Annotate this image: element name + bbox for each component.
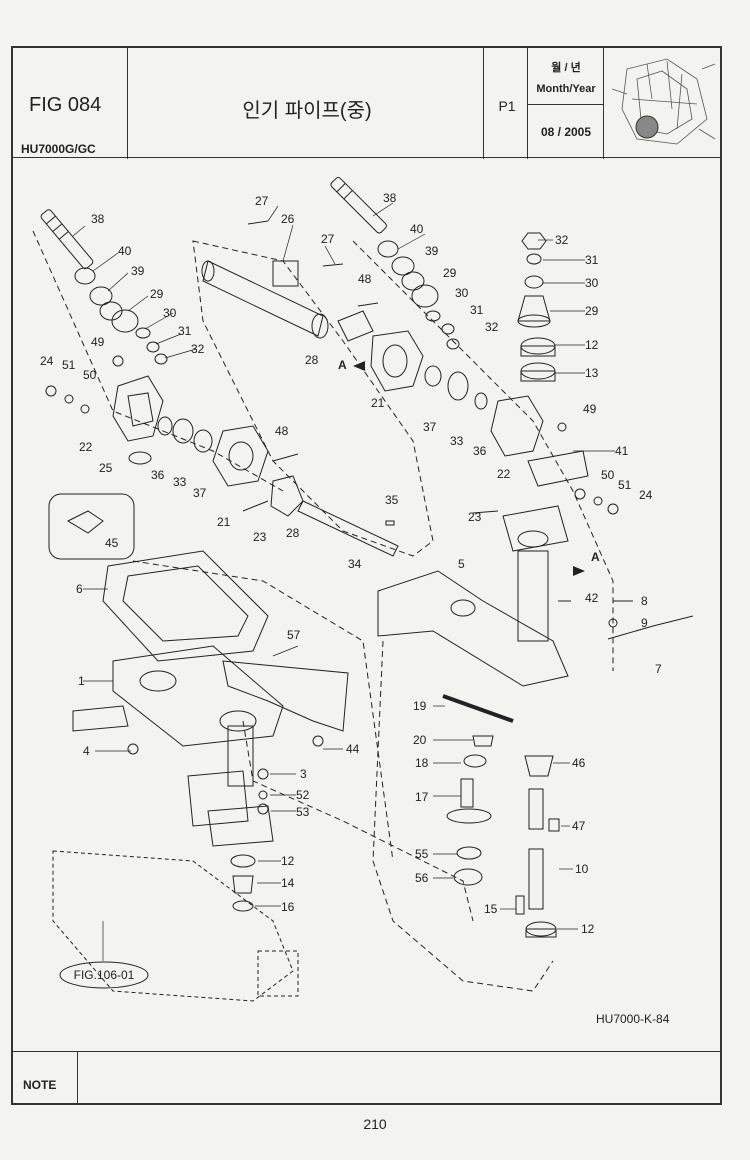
callout-4: 4 [83,744,90,758]
callout-12c: 12 [581,922,595,936]
callout-27b: 27 [321,232,335,246]
callout-16: 16 [281,900,295,914]
callout-18: 18 [415,756,429,770]
callout-31b: 31 [470,303,484,317]
callout-49b: 49 [583,402,597,416]
callout-51: 51 [62,358,76,372]
callout-17: 17 [415,790,429,804]
month-year-ko: 월 / 년 [551,62,581,74]
page-title: 인기 파이프(중) [242,100,372,122]
shaft-38-right [330,177,387,234]
issue-date: 08 / 2005 [540,125,592,139]
callout-31: 31 [178,324,192,338]
callout-30c: 30 [585,276,599,290]
callout-32c: 32 [555,233,569,247]
callout-9: 9 [641,616,648,630]
callout-5: 5 [458,557,465,571]
callout-29c: 29 [585,304,599,318]
callout-7: 7 [655,662,662,676]
callout-21: 21 [217,515,231,529]
callout-39b: 39 [425,244,439,258]
callout-10: 10 [575,862,589,876]
exploded-parts-diagram: 38 40 39 29 30 31 32 49 24 51 50 22 25 3… [32,177,694,1026]
callout-32: 32 [191,342,205,356]
callout-40b: 40 [410,222,424,236]
callout-41: 41 [615,444,629,458]
callout-46: 46 [572,756,586,770]
view-arrow-a2: A [591,550,600,564]
callout-22b: 22 [497,467,511,481]
model-code: HU7000G/GC [21,142,96,156]
callout-15: 15 [484,902,498,916]
callout-8: 8 [641,594,648,608]
callout-19: 19 [413,699,427,713]
page-frame [11,46,722,1105]
callout-26: 26 [281,212,295,226]
callout-3: 3 [300,767,307,781]
callout-25: 25 [99,461,113,475]
callout-45: 45 [105,536,119,550]
locator-thumbnail [611,58,716,145]
callout-30b: 30 [455,286,469,300]
callout-50b: 50 [601,468,615,482]
callout-33b: 33 [450,434,464,448]
callout-28: 28 [286,526,300,540]
callout-39: 39 [131,264,145,278]
callout-55: 55 [415,847,429,861]
callout-23: 23 [253,530,267,544]
callout-42: 42 [585,591,599,605]
callout-48: 48 [275,424,289,438]
callout-27: 27 [255,194,269,208]
reference-fig-label: FIG.106-01 [74,968,135,982]
callout-48b: 48 [358,272,372,286]
callout-31c: 31 [585,253,599,267]
callout-57: 57 [287,628,301,642]
callout-38b: 38 [383,191,397,205]
callout-37: 37 [193,486,207,500]
callout-24: 24 [40,354,54,368]
callout-37b: 37 [423,420,437,434]
callout-50: 50 [83,368,97,382]
callout-38: 38 [91,212,105,226]
callout-21b: 21 [371,396,385,410]
callout-32b: 32 [485,320,499,334]
callout-29b: 29 [443,266,457,280]
callout-13: 13 [585,366,599,380]
callout-28b: 28 [305,353,319,367]
view-arrow-a: A [338,358,347,372]
callout-30: 30 [163,306,177,320]
callout-36b: 36 [473,444,487,458]
note-label: NOTE [23,1078,57,1092]
callout-52: 52 [296,788,310,802]
callout-51b: 51 [618,478,632,492]
callout-56: 56 [415,871,429,885]
fig-number: FIG 084 [29,94,102,116]
callout-22: 22 [79,440,93,454]
callout-53: 53 [296,805,310,819]
callout-6: 6 [76,582,83,596]
callout-33: 33 [173,475,187,489]
callout-12b: 12 [585,338,599,352]
note-row [11,1051,722,1105]
shaft-38-left [40,209,94,270]
callout-14: 14 [281,876,295,890]
callout-40: 40 [118,244,132,258]
callout-34: 34 [348,557,362,571]
callout-24b: 24 [639,488,653,502]
callout-20: 20 [413,733,427,747]
page-number: 210 [363,1116,387,1132]
callout-44: 44 [346,742,360,756]
header-block: FIG 084 HU7000G/GC 인기 파이프(중) P1 월 / 년 Mo… [11,46,722,159]
drawing-code: HU7000-K-84 [596,1012,670,1026]
month-year-en: Month/Year [536,83,596,95]
callout-36: 36 [151,468,165,482]
callout-23b: 23 [468,510,482,524]
callout-35: 35 [385,493,399,507]
callout-12: 12 [281,854,295,868]
callout-47: 47 [572,819,586,833]
callout-1: 1 [78,674,85,688]
callout-29: 29 [150,287,164,301]
page-code: P1 [498,98,516,114]
callout-49: 49 [91,335,105,349]
